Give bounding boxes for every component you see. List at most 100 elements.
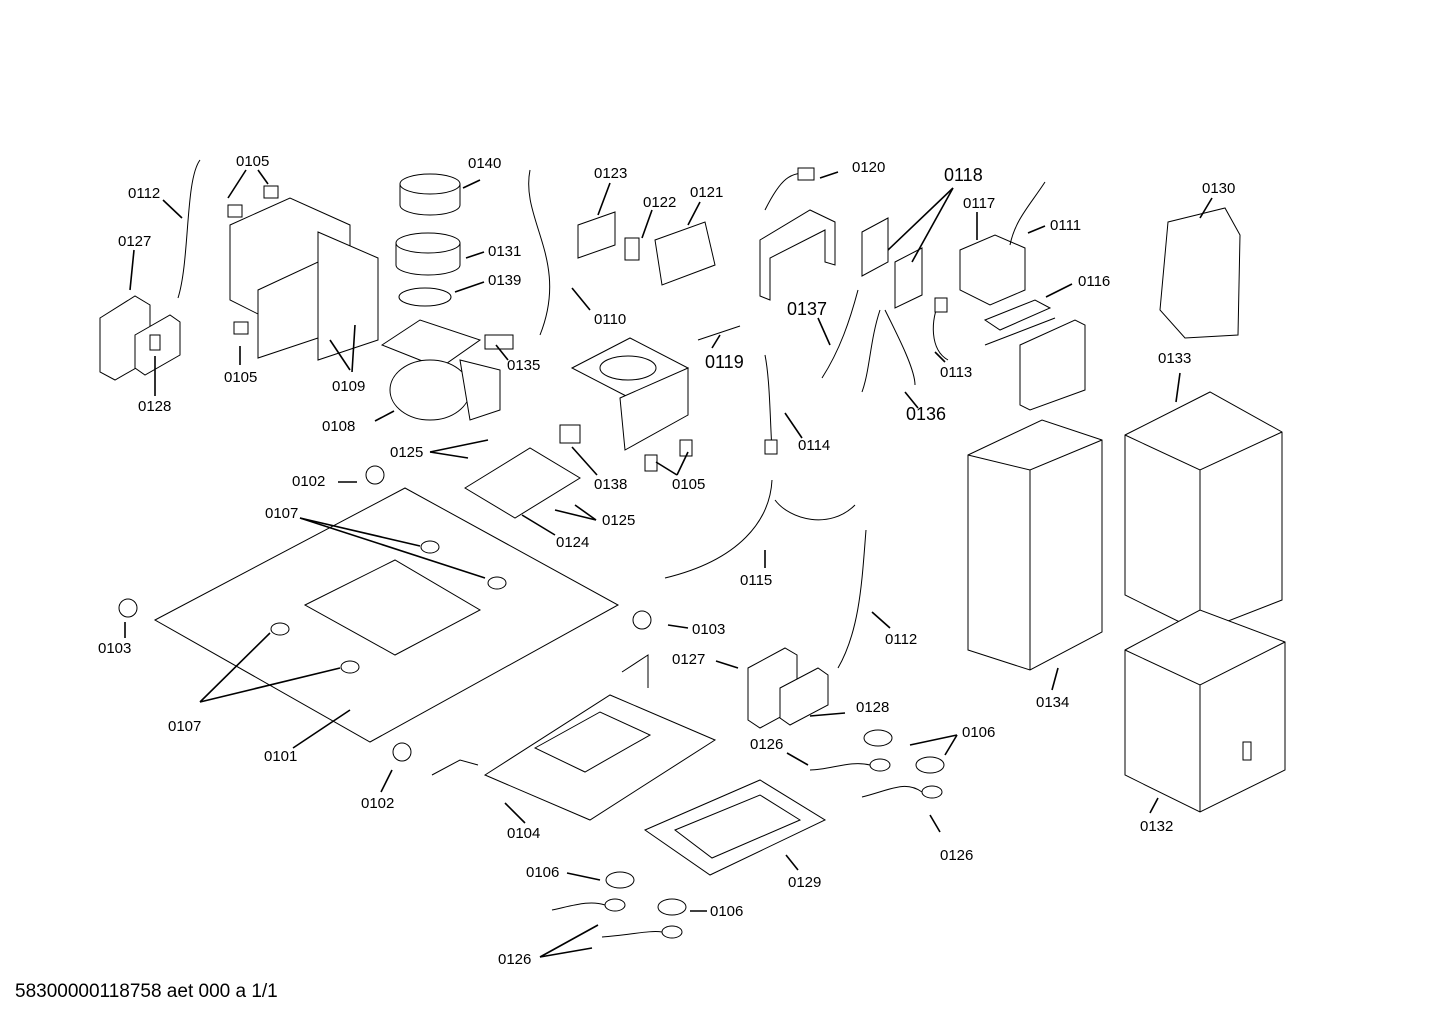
leader-line xyxy=(715,660,739,669)
leader-line xyxy=(1045,283,1073,298)
part-label-0104: 0104 xyxy=(507,825,541,842)
part-0121-board xyxy=(654,221,716,286)
part-label-0138: 0138 xyxy=(594,476,628,493)
part-label-0130: 0130 xyxy=(1202,180,1236,197)
part-0114-cable xyxy=(764,354,778,455)
leader-line xyxy=(495,344,509,361)
part-0112-cable-bottom xyxy=(837,529,867,669)
leader-line xyxy=(299,517,421,547)
part-0101-hood-panel xyxy=(153,487,620,743)
part-0122-connector xyxy=(624,237,640,261)
part-0125-0124-grille xyxy=(464,447,581,519)
part-label-0125: 0125 xyxy=(390,444,424,461)
part-label-0133: 0133 xyxy=(1158,350,1192,367)
part-label-0105: 0105 xyxy=(224,369,258,386)
part-label-0139: 0139 xyxy=(488,272,522,289)
part-label-0118: 0118 xyxy=(944,165,983,185)
part-0110-cable xyxy=(528,169,551,336)
part-0116-ballast xyxy=(983,299,1056,346)
part-label-0121: 0121 xyxy=(690,184,724,201)
leader-line xyxy=(817,317,831,346)
part-0105-clip-left xyxy=(233,321,249,335)
part-label-0124: 0124 xyxy=(556,534,590,551)
part-0129-gasket-frame xyxy=(643,779,827,876)
part-box-0109 xyxy=(229,197,379,361)
part-label-0134: 0134 xyxy=(1036,694,1070,711)
part-0131-ring xyxy=(395,232,461,276)
part-label-0131: 0131 xyxy=(488,243,522,260)
part-label-0103: 0103 xyxy=(692,621,726,638)
leader-line xyxy=(539,947,593,958)
leader-line xyxy=(904,391,919,409)
part-0112-cable-top xyxy=(177,159,201,299)
leader-line xyxy=(676,451,689,476)
part-0140-ring xyxy=(399,173,461,216)
part-label-0126: 0126 xyxy=(750,736,784,753)
part-0120-plug xyxy=(764,167,815,211)
part-label-0112: 0112 xyxy=(128,185,161,202)
part-bracket-0120 xyxy=(759,209,836,301)
part-0105-clips-top xyxy=(227,185,279,218)
leader-line xyxy=(786,752,809,766)
part-0132-chimney-lower xyxy=(1124,609,1286,813)
part-0115-harness xyxy=(664,479,856,579)
leader-line xyxy=(1199,197,1213,219)
part-label-0115: 0115 xyxy=(740,572,773,589)
leader-line xyxy=(554,509,597,521)
leader-line xyxy=(380,769,393,793)
leader-line xyxy=(199,632,271,703)
part-0139-gasket xyxy=(398,287,452,307)
leader-line xyxy=(329,339,351,371)
leader-line xyxy=(687,201,701,226)
part-label-0123: 0123 xyxy=(594,165,628,182)
part-0104-plate xyxy=(483,694,717,821)
part-label-0137: 0137 xyxy=(787,299,828,319)
leader-line xyxy=(429,439,489,453)
leader-line xyxy=(299,517,486,579)
part-label-0105: 0105 xyxy=(672,476,706,493)
leader-line xyxy=(944,734,958,756)
part-label-0113: 0113 xyxy=(940,364,973,381)
part-0133-chimney-upper xyxy=(1124,391,1283,633)
part-0137-cable xyxy=(821,289,859,379)
part-label-0112: 0112 xyxy=(885,631,918,648)
part-0113-cable xyxy=(932,297,949,361)
part-label-0127: 0127 xyxy=(672,651,706,668)
part-0118-boards xyxy=(861,217,923,309)
part-small-brackets xyxy=(431,654,649,776)
leader-line xyxy=(641,209,653,239)
leader-line xyxy=(539,924,599,958)
leader-line xyxy=(566,872,601,881)
leader-line xyxy=(162,199,183,219)
part-0138-block xyxy=(559,424,581,444)
part-0123-board xyxy=(577,211,616,259)
part-label-0102: 0102 xyxy=(361,795,395,812)
part-label-0101: 0101 xyxy=(264,748,298,765)
leader-line xyxy=(129,249,135,291)
leader-line xyxy=(429,451,469,459)
part-label-0120: 0120 xyxy=(852,159,886,176)
part-label-0128: 0128 xyxy=(138,398,172,415)
part-label-0128: 0128 xyxy=(856,699,890,716)
part-label-0116: 0116 xyxy=(1078,273,1111,290)
part-0119-strip xyxy=(697,325,741,341)
part-label-0119: 0119 xyxy=(705,352,744,372)
part-label-0102: 0102 xyxy=(292,473,326,490)
leader-line xyxy=(655,461,678,476)
leader-line xyxy=(667,624,689,629)
part-0102-0103-caps xyxy=(118,465,652,762)
leader-line xyxy=(784,412,803,439)
leader-line xyxy=(887,187,954,251)
part-label-0126: 0126 xyxy=(498,951,532,968)
part-label-0122: 0122 xyxy=(643,194,677,211)
part-label-0105: 0105 xyxy=(236,153,270,170)
leader-line xyxy=(1175,372,1181,403)
part-label-0135: 0135 xyxy=(507,357,541,374)
document-footer-id: 58300000118758 aet 000 a 1/1 xyxy=(15,981,278,1002)
leader-line xyxy=(374,410,395,422)
leader-line xyxy=(871,611,891,629)
leader-line xyxy=(227,169,247,199)
part-0134-frame xyxy=(967,419,1103,671)
part-0108-blower xyxy=(380,319,501,421)
